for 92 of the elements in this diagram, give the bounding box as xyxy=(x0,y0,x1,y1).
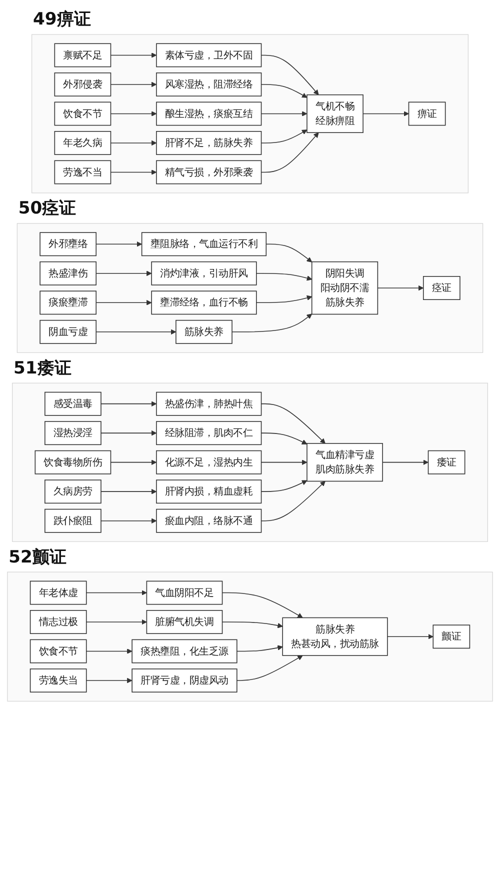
node-box: 痰热壅阻，化生乏源 xyxy=(132,639,238,664)
node-box: 禀赋不足 xyxy=(54,43,112,68)
node-box: 湿热浸淫 xyxy=(44,421,102,446)
node-box: 劳逸不当 xyxy=(54,160,112,184)
arrow xyxy=(260,403,326,444)
node-box: 瘀血内阻，络脉不通 xyxy=(156,508,262,533)
arrow xyxy=(260,460,308,465)
arrow xyxy=(86,648,132,654)
arrow xyxy=(96,329,176,335)
arrow xyxy=(110,140,157,146)
arrow xyxy=(260,132,319,173)
arrow xyxy=(100,401,157,406)
node-box: 肝肾内损，精血虚耗 xyxy=(156,480,262,504)
node-box: 年老久病 xyxy=(54,131,112,155)
node-box: 情志过极 xyxy=(30,610,87,634)
arrow xyxy=(266,244,312,262)
node-box: 素体亏虚，卫外不固 xyxy=(156,43,262,68)
node-box: 消灼津液，引动肝风 xyxy=(151,261,257,286)
arrow xyxy=(110,170,157,175)
node-box: 饮食不节 xyxy=(54,102,112,126)
node-box: 筋脉失养 热甚动风，扰动筋脉 xyxy=(282,617,388,656)
arrow xyxy=(260,130,308,144)
arrow xyxy=(96,300,152,306)
arrow xyxy=(260,480,308,492)
node-box: 酿生湿热，痰瘀互结 xyxy=(156,102,262,126)
node-label: 51痿证 xyxy=(14,358,72,378)
arrow xyxy=(110,52,157,58)
node-box: 外邪侵袭 xyxy=(54,72,112,96)
node-box: 风寒湿热，阻滞经络 xyxy=(156,72,262,96)
node-label: 50痉证 xyxy=(18,198,76,218)
cluster xyxy=(7,572,493,702)
arrow xyxy=(236,655,303,681)
node-box: 壅阻脉络，气血运行不利 xyxy=(141,232,267,256)
node-box: 经脉阻滞，肌肉不仁 xyxy=(156,421,262,446)
arrow xyxy=(86,590,147,596)
arrow xyxy=(222,592,303,618)
node-box: 跌仆瘀阻 xyxy=(44,508,102,533)
arrow xyxy=(260,111,308,116)
arrow xyxy=(222,622,283,628)
node-box: 痿证 xyxy=(428,450,466,474)
arrow xyxy=(232,314,312,332)
node-box: 饮食毒物所伤 xyxy=(34,450,112,474)
cluster xyxy=(12,382,488,542)
arrow xyxy=(382,460,428,465)
arrow xyxy=(387,634,434,640)
node-box: 感受温毒 xyxy=(44,392,102,416)
node-box: 久病房劳 xyxy=(44,480,102,504)
node-box: 气血阴阳不足 xyxy=(146,580,223,605)
arrow xyxy=(100,518,157,524)
node-box: 脏腑气机失调 xyxy=(146,610,223,634)
arrow xyxy=(86,678,132,684)
node-box: 精气亏损，外邪乘袭 xyxy=(156,160,262,184)
arrow xyxy=(260,432,308,444)
node-box: 筋脉失养 xyxy=(176,320,232,344)
cluster xyxy=(16,223,484,353)
node-box: 饮食不节 xyxy=(30,639,87,664)
node-label: 52颤证 xyxy=(8,546,67,567)
arrow xyxy=(260,480,326,522)
arrow xyxy=(236,645,283,652)
arrow xyxy=(96,270,152,276)
node-box: 痰瘀壅滞 xyxy=(40,290,96,315)
node-box: 阴血亏虚 xyxy=(40,320,96,344)
arrow xyxy=(362,111,409,116)
node-box: 颤证 xyxy=(432,624,470,649)
node-box: 壅滞经络，血行不畅 xyxy=(151,290,257,315)
arrow xyxy=(377,285,424,291)
node-box: 气机不畅 经脉痹阻 xyxy=(306,94,364,133)
arrow xyxy=(260,84,308,98)
arrow xyxy=(110,82,157,88)
arrow xyxy=(256,295,312,304)
cluster xyxy=(32,34,468,194)
node-box: 肝肾不足，筋脉失养 xyxy=(156,131,262,155)
node-box: 化源不足，湿热内生 xyxy=(156,450,262,474)
node-box: 痹证 xyxy=(408,102,446,126)
node-label: 49痹证 xyxy=(33,8,91,30)
node-box: 外邪壅络 xyxy=(40,232,96,256)
arrow xyxy=(100,430,157,436)
arrow xyxy=(96,241,142,247)
arrow xyxy=(110,111,157,116)
node-box: 年老体虚 xyxy=(30,580,87,605)
arrow xyxy=(260,54,319,96)
node-box: 气血精津亏虚 肌肉筋脉失养 xyxy=(306,443,383,482)
arrow xyxy=(110,460,157,465)
arrow xyxy=(100,488,157,494)
node-box: 劳逸失当 xyxy=(30,668,87,692)
node-box: 热盛津伤 xyxy=(40,261,96,286)
node-box: 热盛伤津，肺热叶焦 xyxy=(156,392,262,416)
node-box: 肝肾亏虚，阴虚风动 xyxy=(132,668,238,692)
node-box: 痉证 xyxy=(423,276,460,300)
arrow xyxy=(256,273,312,281)
node-box: 阴阳失调 阳动阴不濡 筋脉失养 xyxy=(311,261,378,315)
arrow xyxy=(86,619,147,625)
